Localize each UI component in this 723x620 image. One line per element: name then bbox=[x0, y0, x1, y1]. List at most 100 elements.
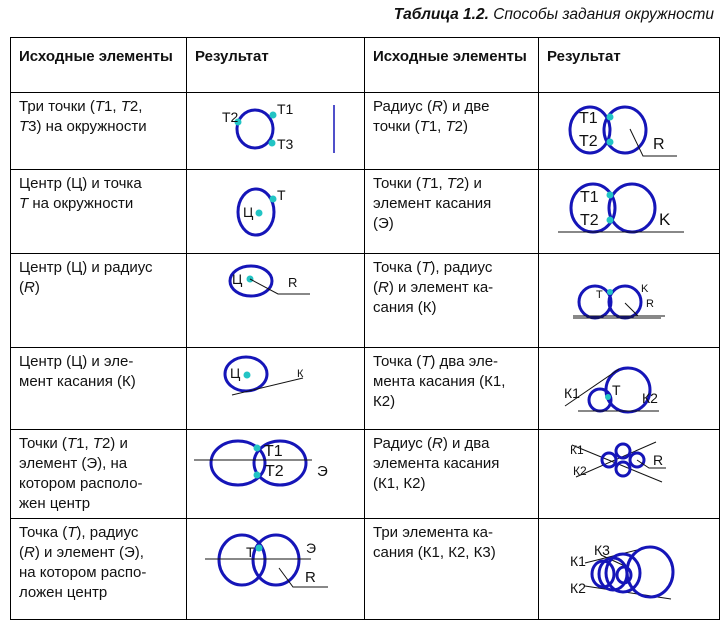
text-segment: ( bbox=[373, 279, 378, 296]
header-source-elements: Исходные элементы bbox=[364, 37, 539, 93]
italic-symbol: T bbox=[445, 118, 455, 135]
point-marker bbox=[606, 138, 614, 146]
caption-text: Способы задания окружности bbox=[488, 6, 714, 23]
text-segment: ), радиус bbox=[430, 259, 493, 276]
text-segment: К2) bbox=[373, 393, 396, 410]
text-line: мент касания (К) bbox=[19, 372, 178, 392]
radius-leader bbox=[636, 459, 666, 469]
label: К2 bbox=[570, 580, 586, 596]
label: Ц bbox=[243, 204, 254, 220]
text-segment: ( bbox=[19, 544, 24, 561]
text-line: сания (К) bbox=[373, 298, 530, 318]
label: T3 bbox=[277, 136, 294, 152]
point-marker bbox=[255, 544, 263, 552]
label: Э bbox=[306, 540, 316, 556]
circle bbox=[223, 355, 269, 393]
tangent-line bbox=[231, 377, 304, 396]
italic-symbol: R bbox=[24, 279, 35, 296]
label: T2 bbox=[579, 133, 598, 150]
circle bbox=[577, 284, 613, 320]
text-line: Три элемента ка- bbox=[373, 523, 530, 543]
text-segment: 1, bbox=[76, 435, 93, 452]
label: K bbox=[659, 210, 671, 229]
text-line: Точки (T1, T2) и bbox=[19, 434, 178, 454]
text-segment: 2) и bbox=[101, 435, 128, 452]
points-tangent-diagram: T1 T2 K bbox=[558, 182, 684, 234]
text-segment: на котором распо- bbox=[19, 564, 147, 581]
text-line: Точки (T1, T2) и bbox=[373, 174, 530, 194]
text-segment: Радиус ( bbox=[373, 98, 432, 115]
text-segment: ) и два bbox=[442, 435, 490, 452]
circle bbox=[235, 108, 275, 150]
circle bbox=[217, 533, 267, 587]
label: K bbox=[641, 283, 649, 295]
circle bbox=[604, 552, 642, 594]
point-marker bbox=[606, 113, 614, 121]
circle bbox=[614, 442, 632, 460]
point-marker bbox=[606, 216, 614, 224]
text-segment: ложен центр bbox=[19, 584, 108, 601]
radius-leader bbox=[249, 278, 310, 295]
text-segment: жен центр bbox=[19, 495, 91, 512]
text-line: на котором распо- bbox=[19, 563, 178, 583]
text-segment: на окружности bbox=[28, 195, 134, 212]
text-segment: (К1, К2) bbox=[373, 475, 426, 492]
text-line: (R) и элемент ка- bbox=[373, 278, 530, 298]
italic-symbol: T bbox=[19, 118, 29, 135]
italic-symbol: T bbox=[67, 524, 77, 541]
text-segment: мент касания (К) bbox=[19, 373, 136, 390]
label: К1 bbox=[564, 385, 580, 401]
source-cell: Точка (T) два эле-мента касания (К1,К2) bbox=[364, 347, 539, 430]
label: К bbox=[297, 368, 304, 380]
result-diagram: T1 T2 R bbox=[538, 92, 720, 170]
text-line: Радиус (R) и два bbox=[373, 434, 530, 454]
caption-number: Таблица 1.2. bbox=[393, 6, 489, 23]
text-line: (R) и элемент (Э), bbox=[19, 543, 178, 563]
text-line: T3) на окружности bbox=[19, 117, 178, 137]
point-marker bbox=[269, 195, 277, 203]
text-line: Центр (Ц) и точка bbox=[19, 174, 178, 194]
result-diagram: Ц К bbox=[186, 347, 365, 430]
text-segment: точки ( bbox=[373, 118, 420, 135]
circle bbox=[252, 439, 308, 487]
label: R bbox=[653, 452, 663, 468]
text-segment: котором располо- bbox=[19, 475, 143, 492]
center-radius-diagram: Ц R bbox=[228, 264, 310, 298]
text-line: элемента касания bbox=[373, 454, 530, 474]
text-segment: Центр (Ц) и эле- bbox=[19, 353, 134, 370]
text-segment: 2) и bbox=[455, 175, 482, 192]
label: R bbox=[305, 569, 316, 586]
three-points-circle-diagram: T1 T2 T3 bbox=[222, 101, 335, 153]
circle bbox=[607, 284, 643, 320]
point-marker bbox=[605, 394, 611, 400]
text-segment: 3) на окружности bbox=[28, 118, 147, 135]
label: T bbox=[246, 544, 255, 560]
result-diagram: T1 T2 T3 bbox=[186, 92, 365, 170]
table-row: Точка (T), радиус(R) и элемент (Э),на ко… bbox=[10, 518, 720, 620]
label: T1 bbox=[277, 101, 294, 117]
italic-symbol: R bbox=[378, 279, 389, 296]
text-segment: элемент (Э), на bbox=[19, 455, 128, 472]
result-diagram: Ц R bbox=[186, 253, 365, 348]
text-segment: сания (К1, К2, К3) bbox=[373, 544, 496, 561]
label: T2 bbox=[580, 212, 599, 229]
label: T bbox=[596, 289, 603, 301]
text-segment: элемента касания bbox=[373, 455, 500, 472]
source-cell: Точка (T), радиус(R) и элемент (Э),на ко… bbox=[10, 518, 187, 620]
italic-symbol: T bbox=[19, 195, 29, 212]
circle bbox=[614, 460, 632, 478]
label: Э bbox=[317, 463, 328, 480]
label: К1 bbox=[570, 553, 586, 569]
text-segment: ) bbox=[34, 279, 40, 296]
radius-leader bbox=[624, 302, 639, 317]
text-line: Точка (T), радиус bbox=[19, 523, 178, 543]
label: T1 bbox=[579, 110, 598, 127]
circle bbox=[251, 533, 301, 587]
header-row: Исходные элементы Результат Исходные эле… bbox=[10, 37, 720, 93]
text-segment: Точка ( bbox=[373, 259, 422, 276]
